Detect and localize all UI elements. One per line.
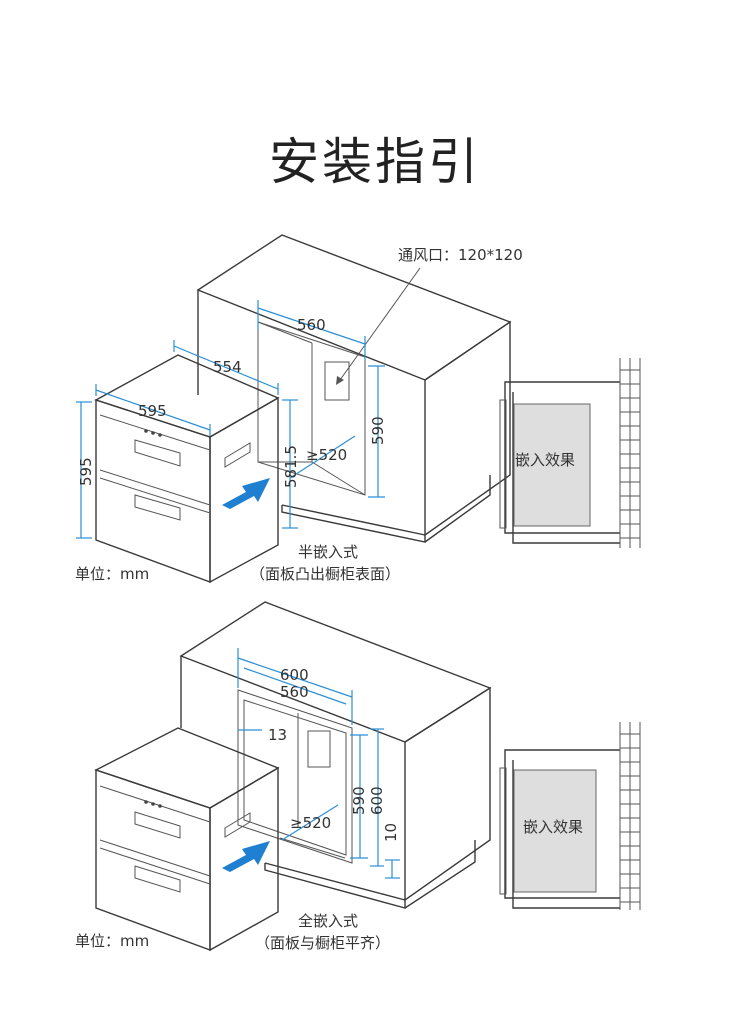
semi-unit-width-dim xyxy=(95,384,211,436)
insert-arrow-icon xyxy=(222,478,270,509)
semi-cabinet-height-label: 590 xyxy=(369,416,387,445)
semi-unit-width-label: 595 xyxy=(138,402,167,420)
semi-mode-note: （面板凸出橱柜表面） xyxy=(250,565,400,583)
full-gap-label: 13 xyxy=(268,726,287,744)
semi-vent-label: 通风口：120*120 xyxy=(398,246,523,264)
full-inner-height-label: 590 xyxy=(350,786,368,815)
semi-cabinet-width-label: 560 xyxy=(297,316,326,334)
full-unit-label: 单位：mm xyxy=(75,932,149,950)
full-vent xyxy=(307,730,331,768)
semi-effect-panel xyxy=(499,358,641,548)
semi-cabinet-width-dim xyxy=(257,300,366,360)
insert-arrow-icon xyxy=(222,841,270,872)
page-title: 安装指引 xyxy=(269,133,481,191)
semi-cabinet-depth-dim xyxy=(289,435,356,479)
full-outer-height-label: 600 xyxy=(368,786,386,815)
full-outer-width-label: 600 xyxy=(280,666,309,684)
semi-cabinet xyxy=(196,234,512,543)
full-inner-width-dim xyxy=(243,667,347,705)
full-cabinet xyxy=(179,601,492,909)
semi-cabinet-height-dim xyxy=(368,365,385,498)
full-depth-dim xyxy=(281,804,339,841)
full-inner-height-dim xyxy=(350,734,368,859)
semi-unit-height-label: 595 xyxy=(77,457,95,486)
semi-effect-label: 嵌入效果 xyxy=(515,451,575,469)
full-inner-width-label: 560 xyxy=(280,683,309,701)
brick-wall-icon xyxy=(619,358,641,548)
semi-oven-unit xyxy=(94,354,280,584)
full-outer-height-dim xyxy=(370,728,384,867)
semi-unit-side-dim xyxy=(282,399,298,529)
full-mode-note: （面板与橱柜平齐） xyxy=(255,934,390,952)
semi-embedded-section: 通风口：120*120 560 590 ≥520 xyxy=(75,234,641,584)
brick-wall-icon xyxy=(619,722,641,910)
semi-mode-label: 半嵌入式 xyxy=(298,543,358,561)
full-effect-label: 嵌入效果 xyxy=(523,818,583,836)
full-bottom-label: 10 xyxy=(382,823,400,842)
full-embedded-section: 600 560 13 590 600 10 ≥520 xyxy=(75,601,641,952)
semi-unit-label: 单位：mm xyxy=(75,565,149,583)
semi-unit-height-dim xyxy=(76,401,92,539)
full-depth-label: ≥520 xyxy=(290,814,331,832)
full-bottom-dim xyxy=(385,859,400,879)
semi-cabinet-depth-label: ≥520 xyxy=(306,446,347,464)
semi-unit-depth-label: 554 xyxy=(213,358,242,376)
full-oven-unit xyxy=(94,727,280,952)
full-mode-label: 全嵌入式 xyxy=(298,912,358,930)
semi-unit-side-label: 581.5 xyxy=(282,445,300,488)
full-outer-width-dim xyxy=(237,648,353,725)
semi-unit-depth-dim xyxy=(173,340,279,395)
full-effect-panel xyxy=(499,722,641,910)
